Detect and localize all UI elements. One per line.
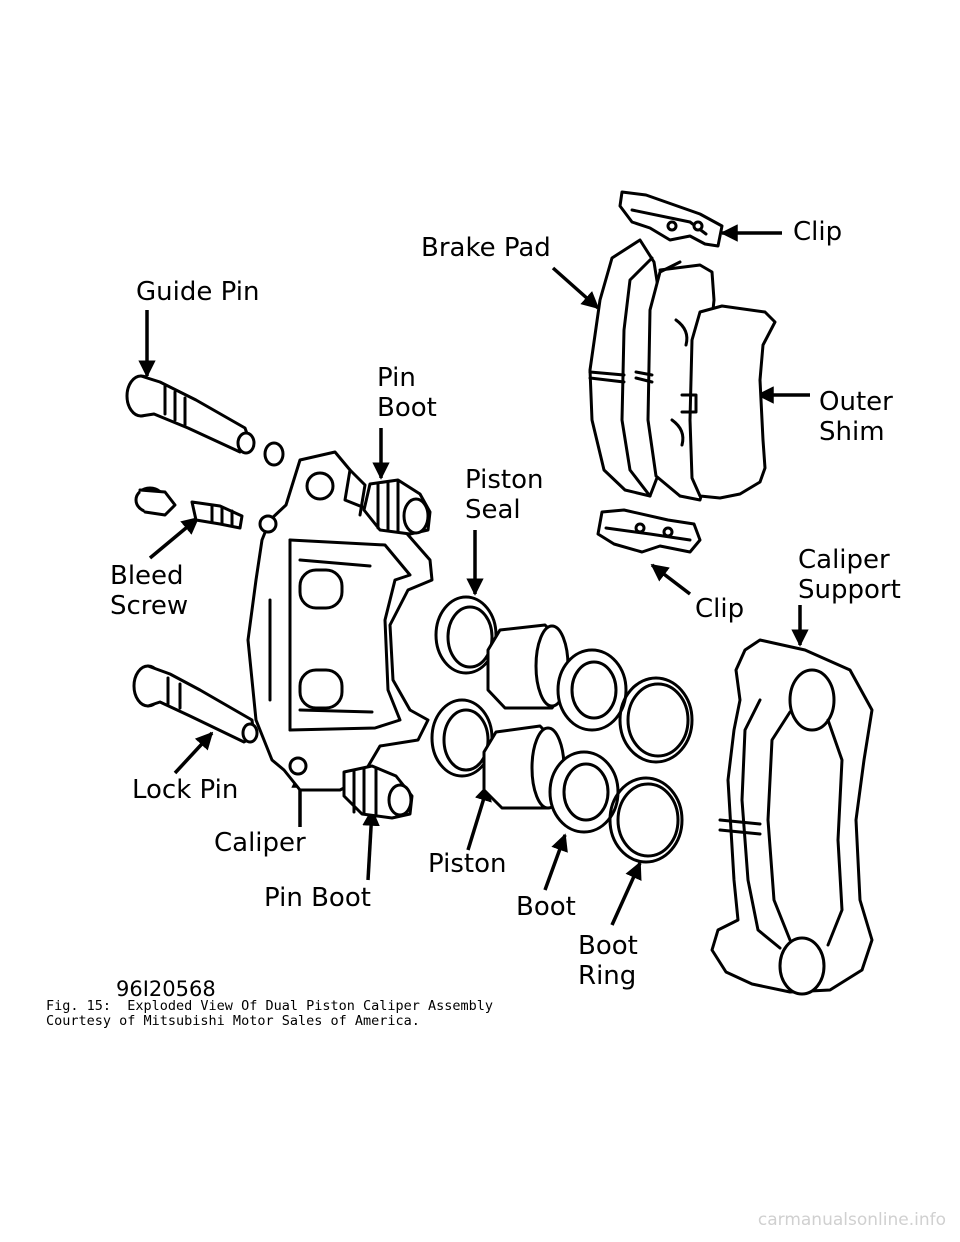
label-lock-pin: Lock Pin: [132, 775, 239, 805]
label-pin-boot-bottom: Pin Boot: [264, 883, 371, 913]
label-caliper: Caliper: [214, 828, 306, 858]
label-outer-shim-1: Outer: [819, 387, 893, 417]
label-caliper-support-2: Support: [798, 575, 901, 605]
pin-boot-top-part: [364, 480, 430, 534]
label-caliper-support-1: Caliper: [798, 545, 890, 575]
label-boot-ring-1: Boot: [578, 931, 638, 961]
brake-pad-part: [590, 240, 714, 500]
label-bleed-screw-2: Screw: [110, 591, 189, 621]
label-pin-boot-top-2: Boot: [377, 393, 437, 423]
arrow-pin-boot-bottom: [362, 808, 380, 880]
figure-id: 96I20568: [116, 977, 216, 1001]
arrow-boot: [545, 833, 568, 890]
label-clip-bottom: Clip: [695, 594, 745, 624]
arrow-brake-pad: [553, 268, 600, 308]
caliper-part: [248, 452, 432, 790]
lock-pin-part: [134, 666, 257, 742]
watermark: carmanualsonline.info: [757, 1210, 946, 1230]
arrow-clip-bottom: [650, 565, 690, 594]
label-bleed-screw-1: Bleed: [110, 561, 184, 591]
label-clip-top: Clip: [793, 217, 843, 247]
arrow-boot-ring: [612, 861, 640, 925]
label-pin-boot-top-1: Pin: [377, 363, 416, 393]
caliper-support-part: [712, 640, 872, 994]
clip-bottom-part: [598, 510, 700, 552]
label-piston-seal-2: Seal: [465, 495, 521, 525]
caption-line-2: Courtesy of Mitsubishi Motor Sales of Am…: [46, 1013, 420, 1029]
clip-top-part: [620, 192, 722, 246]
leader-arrows: [138, 224, 810, 925]
label-piston: Piston: [428, 849, 507, 879]
boot-ring-part: [610, 678, 692, 862]
pin-boot-bottom-part: [344, 766, 412, 818]
guide-pin-part: [127, 376, 283, 465]
parts: [127, 192, 872, 994]
piston-seal-part: [432, 597, 496, 776]
boot-part: [550, 650, 626, 832]
label-piston-seal-1: Piston: [465, 465, 544, 495]
label-boot-ring-2: Ring: [578, 961, 637, 991]
label-guide-pin: Guide Pin: [136, 277, 260, 307]
figure-caption: Fig. 15: Exploded View Of Dual Piston Ca…: [46, 999, 493, 1029]
arrow-lock-pin: [175, 731, 212, 773]
arrow-piston: [468, 783, 492, 850]
caption-line-1: Fig. 15: Exploded View Of Dual Piston Ca…: [46, 998, 494, 1014]
outer-shim-part: [672, 306, 775, 498]
label-brake-pad: Brake Pad: [421, 233, 551, 263]
bleed-screw-part: [136, 488, 242, 528]
label-outer-shim-2: Shim: [819, 417, 885, 447]
label-boot: Boot: [516, 892, 576, 922]
arrow-bleed-screw: [150, 518, 200, 558]
